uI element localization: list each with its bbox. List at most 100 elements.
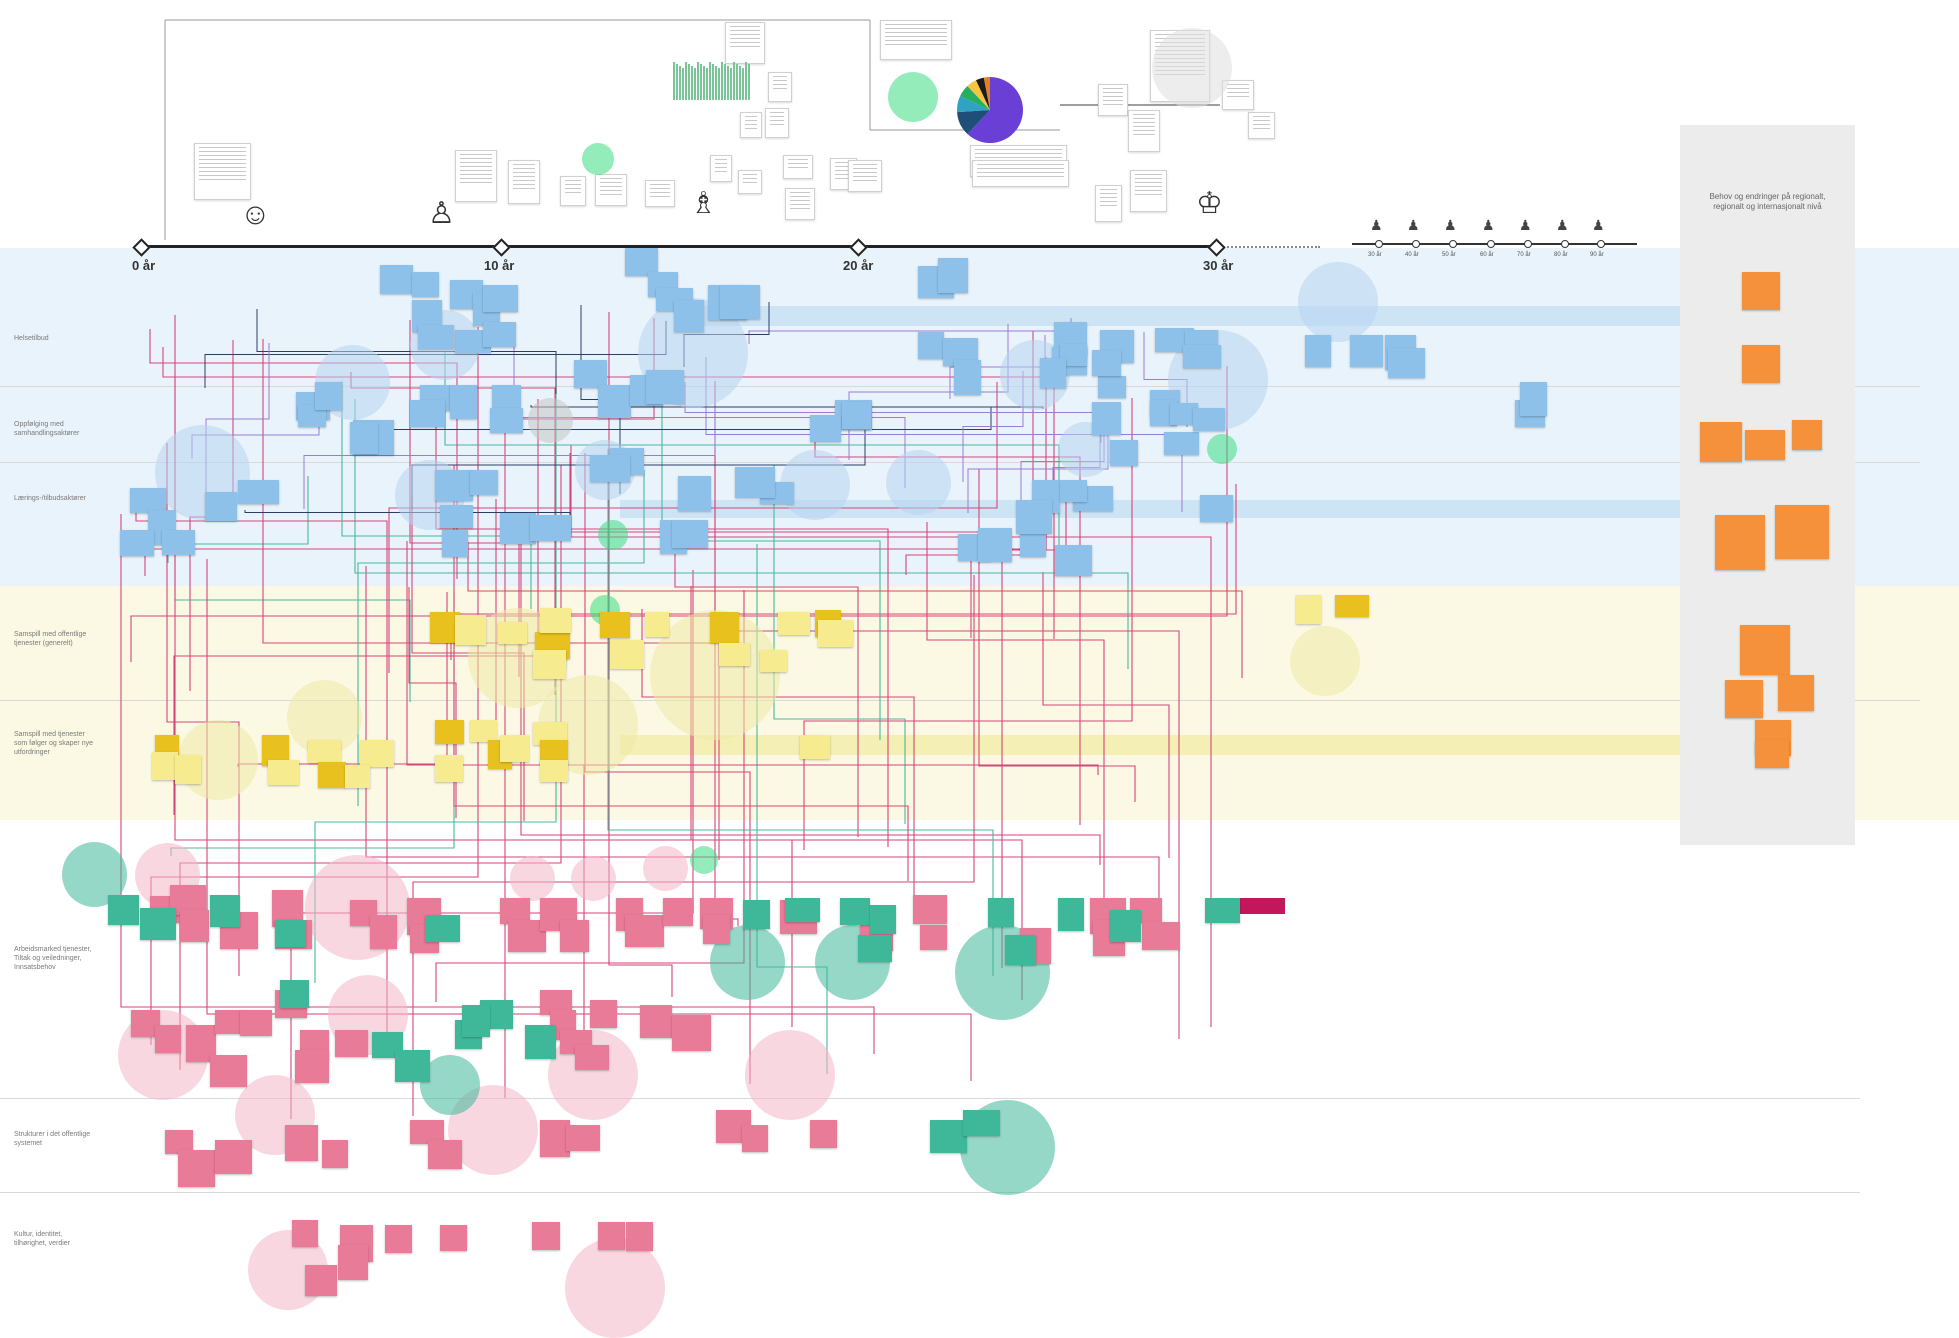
yellow-sticky-note: [710, 612, 739, 643]
note-line: [730, 34, 760, 35]
teal-sticky-note: [210, 895, 240, 927]
note-line: [773, 76, 787, 77]
yellow-sticky-note: [345, 765, 370, 788]
mini-bar: [736, 64, 738, 100]
note-line: [513, 188, 535, 189]
lane-label: Helsetilbud: [14, 335, 49, 342]
mini-bar: [685, 62, 687, 100]
note-line: [513, 176, 535, 177]
note-line: [513, 180, 535, 181]
pink-sticky-note: [305, 1265, 337, 1296]
blue-sticky-note: [1110, 440, 1138, 466]
note-line: [788, 163, 808, 164]
blue-sticky-note: [672, 520, 708, 548]
mini-bar: [676, 64, 678, 100]
note-line: [1227, 92, 1249, 93]
note-line: [885, 28, 947, 29]
teal-sticky-note: [743, 900, 770, 929]
note-line: [745, 128, 757, 129]
lane-label: Samspill med tjenester som følger og ska…: [14, 731, 93, 756]
note-line: [790, 200, 810, 201]
note-line: [1227, 96, 1249, 97]
blue-sticky-note: [418, 325, 454, 349]
yellow-sticky-note: [152, 752, 178, 780]
yellow-sticky-note: [610, 640, 644, 669]
mini-bar: [712, 64, 714, 100]
note-line: [199, 179, 246, 180]
timeline-axis-dashed: [1220, 246, 1320, 248]
mini-bar: [694, 68, 696, 100]
teal-sticky-note: [785, 898, 820, 922]
blue-sticky-note: [1193, 408, 1225, 431]
note-line: [743, 174, 757, 175]
yellow-sticky-note: [1335, 595, 1369, 617]
mini-bar: [715, 66, 717, 100]
pink-sticky-note: [575, 1045, 609, 1070]
orange-sticky-note: [1755, 740, 1789, 768]
pink-sticky-note: [742, 1125, 768, 1152]
mini-bar: [721, 62, 723, 100]
annotation-note: [768, 72, 792, 102]
note-line: [853, 172, 877, 173]
teal-sticky-note: [108, 895, 139, 925]
note-line: [513, 164, 535, 165]
annotation-note: [972, 160, 1069, 187]
yellow-sticky-note: [1296, 595, 1321, 624]
yellow-sticky-note: [818, 620, 853, 647]
theme-circle: [690, 846, 718, 874]
yellow-sticky-note: [470, 720, 497, 742]
yellow-sticky-note: [500, 735, 529, 762]
blue-sticky-note: [1350, 335, 1383, 367]
note-line: [730, 46, 760, 47]
baby-figure-icon: ☺: [240, 198, 271, 231]
blue-sticky-note: [720, 285, 760, 319]
note-line: [1103, 96, 1123, 97]
note-line: [743, 178, 757, 179]
note-line: [770, 120, 784, 121]
note-line: [460, 182, 492, 183]
note-line: [1103, 92, 1123, 93]
note-line: [1253, 120, 1270, 121]
note-line: [460, 178, 492, 179]
teal-sticky-note: [425, 915, 460, 942]
blue-sticky-note: [954, 360, 981, 395]
yellow-sticky-note: [760, 650, 787, 672]
orange-sticky-note: [1715, 515, 1765, 570]
pie-slice: [983, 77, 990, 110]
blue-sticky-note: [490, 408, 523, 433]
yellow-sticky-note: [600, 612, 630, 638]
blue-sticky-note: [162, 530, 195, 555]
yellow-sticky-note: [268, 760, 299, 785]
teal-sticky-note: [275, 920, 306, 947]
teal-sticky-note: [1205, 898, 1240, 923]
orange-sticky-note: [1778, 675, 1814, 711]
blue-sticky-note: [590, 455, 630, 482]
note-line: [1253, 128, 1270, 129]
theme-circle: [1152, 28, 1232, 108]
mini-figure-icon: ♟: [1482, 217, 1495, 233]
note-line: [975, 149, 1062, 150]
yellow-sticky-note: [778, 612, 810, 635]
lane-label: Kultur, identitet, tilhørighet, verdier: [14, 1231, 71, 1247]
note-line: [513, 184, 535, 185]
blue-sticky-note: [1305, 335, 1331, 367]
blue-sticky-note: [918, 332, 944, 359]
note-line: [1227, 88, 1249, 89]
pink-sticky-note: [626, 1222, 653, 1251]
note-line: [600, 182, 622, 183]
annotation-note: [560, 176, 586, 206]
theme-circle: [582, 143, 614, 175]
blue-sticky-note: [598, 385, 631, 418]
lane-label: Samspill med offentlige tjenester (gener…: [14, 631, 87, 647]
note-line: [513, 172, 535, 173]
note-line: [460, 158, 492, 159]
annotation-note: [508, 160, 540, 204]
note-line: [1133, 126, 1155, 127]
orange-sticky-note: [1775, 505, 1829, 559]
blue-sticky-note: [1200, 495, 1233, 522]
note-line: [565, 184, 581, 185]
blue-sticky-note: [435, 470, 473, 501]
blue-sticky-note: [1092, 402, 1121, 435]
pie-slice: [960, 85, 990, 110]
theme-circle: [528, 398, 573, 443]
